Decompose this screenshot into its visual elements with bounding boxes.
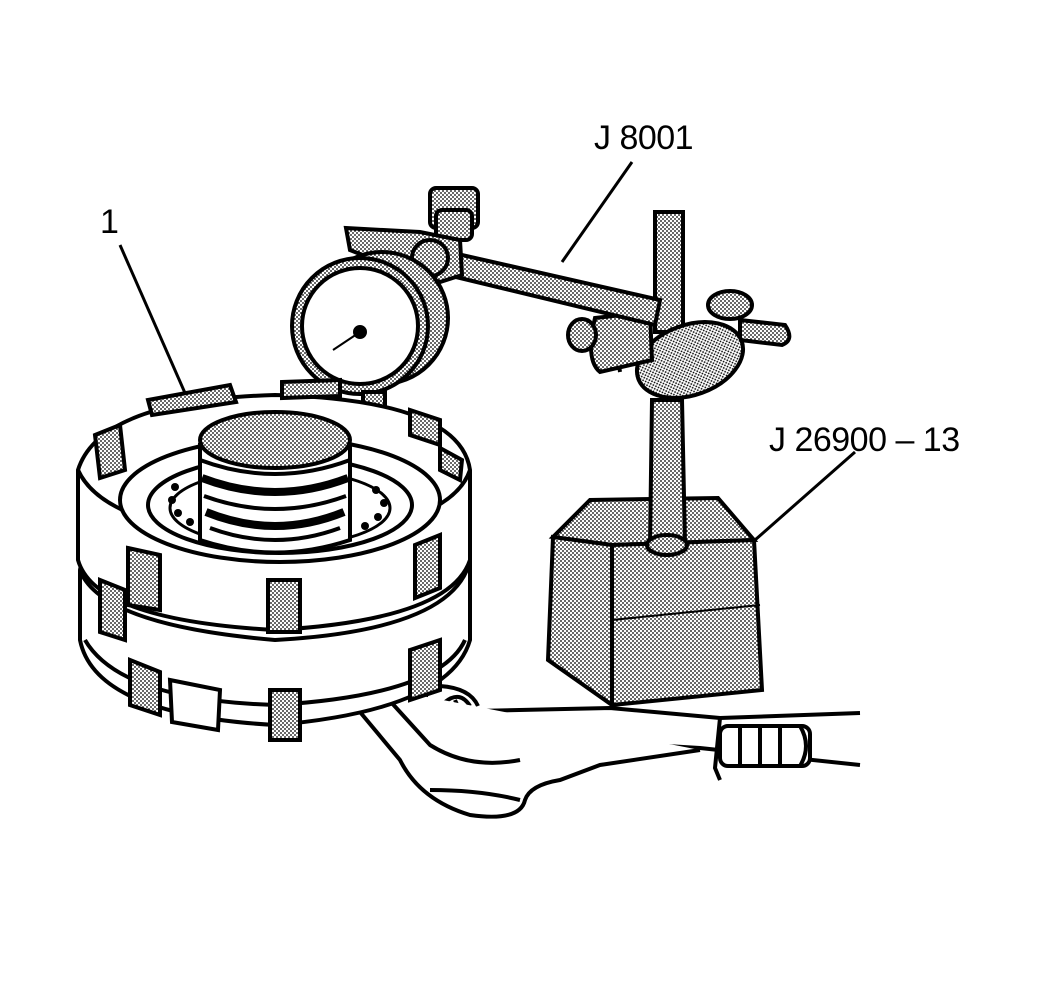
leader-lines	[118, 161, 856, 542]
leader-line-dial-indicator	[560, 161, 634, 263]
callout-part-1: 1	[100, 203, 119, 241]
leader-line-magnetic-base	[754, 450, 856, 542]
stand-post	[645, 210, 689, 557]
post-clamp	[566, 289, 792, 400]
callout-magnetic-base: J 26900 – 13	[769, 421, 960, 459]
air-nozzle	[335, 672, 861, 819]
callout-dial-indicator: J 8001	[594, 119, 694, 157]
leader-line-part-1	[118, 244, 187, 394]
dial-indicator	[290, 250, 450, 480]
clutch-drum	[76, 377, 472, 742]
